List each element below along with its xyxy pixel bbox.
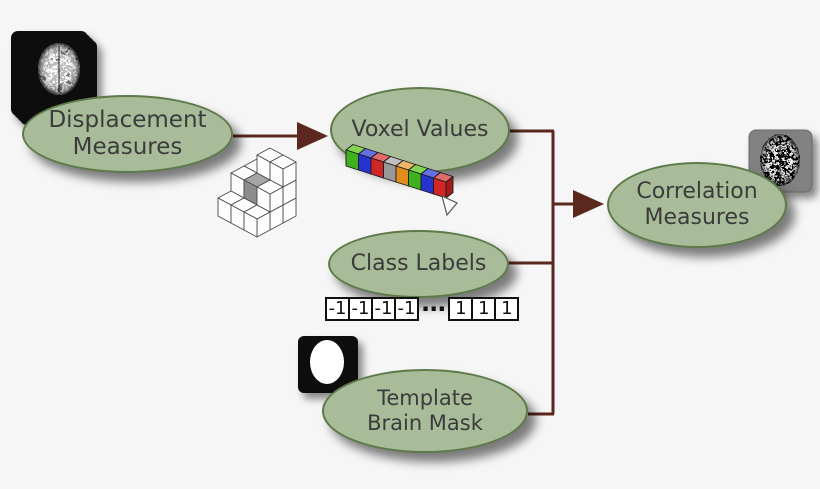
class-label-box: -1 xyxy=(371,297,396,321)
connector-lines xyxy=(233,122,604,416)
node-label-line: Brain Mask xyxy=(367,411,483,435)
node-label-line: Displacement xyxy=(48,106,207,133)
class-label-box: -1 xyxy=(394,297,419,321)
class-label-box: -1 xyxy=(348,297,373,321)
node-voxel-values: Voxel Values xyxy=(330,87,510,173)
node-correlation-measures: Correlation Measures xyxy=(607,162,787,248)
arrowhead-icon xyxy=(573,190,604,218)
class-label-box: 1 xyxy=(494,297,520,321)
node-class-labels: Class Labels xyxy=(328,230,509,298)
node-label-line: Class Labels xyxy=(350,251,487,277)
ellipsis: ··· xyxy=(421,295,446,323)
node-label-line: Measures xyxy=(644,205,750,230)
correlation-map-texture xyxy=(760,134,800,186)
class-label-box: -1 xyxy=(325,297,350,321)
node-label-line: Voxel Values xyxy=(351,117,489,143)
class-label-box: 1 xyxy=(471,297,497,321)
brain-slice-texture xyxy=(38,43,80,95)
voxel-neighborhood-icon xyxy=(217,147,297,238)
node-displacement-measures: Displacement Measures xyxy=(22,95,233,173)
node-template-brain-mask: Template Brain Mask xyxy=(322,369,528,453)
class-label-sequence: -1 -1 -1 -1 ··· 1 1 1 xyxy=(325,295,520,323)
node-label-line: Template xyxy=(377,386,473,411)
node-label-line: Measures xyxy=(72,134,183,160)
brain-mask-icon xyxy=(298,336,358,393)
class-label-box: 1 xyxy=(448,297,474,321)
node-label-line: Correlation xyxy=(636,179,758,205)
arrowhead-icon xyxy=(297,122,328,150)
